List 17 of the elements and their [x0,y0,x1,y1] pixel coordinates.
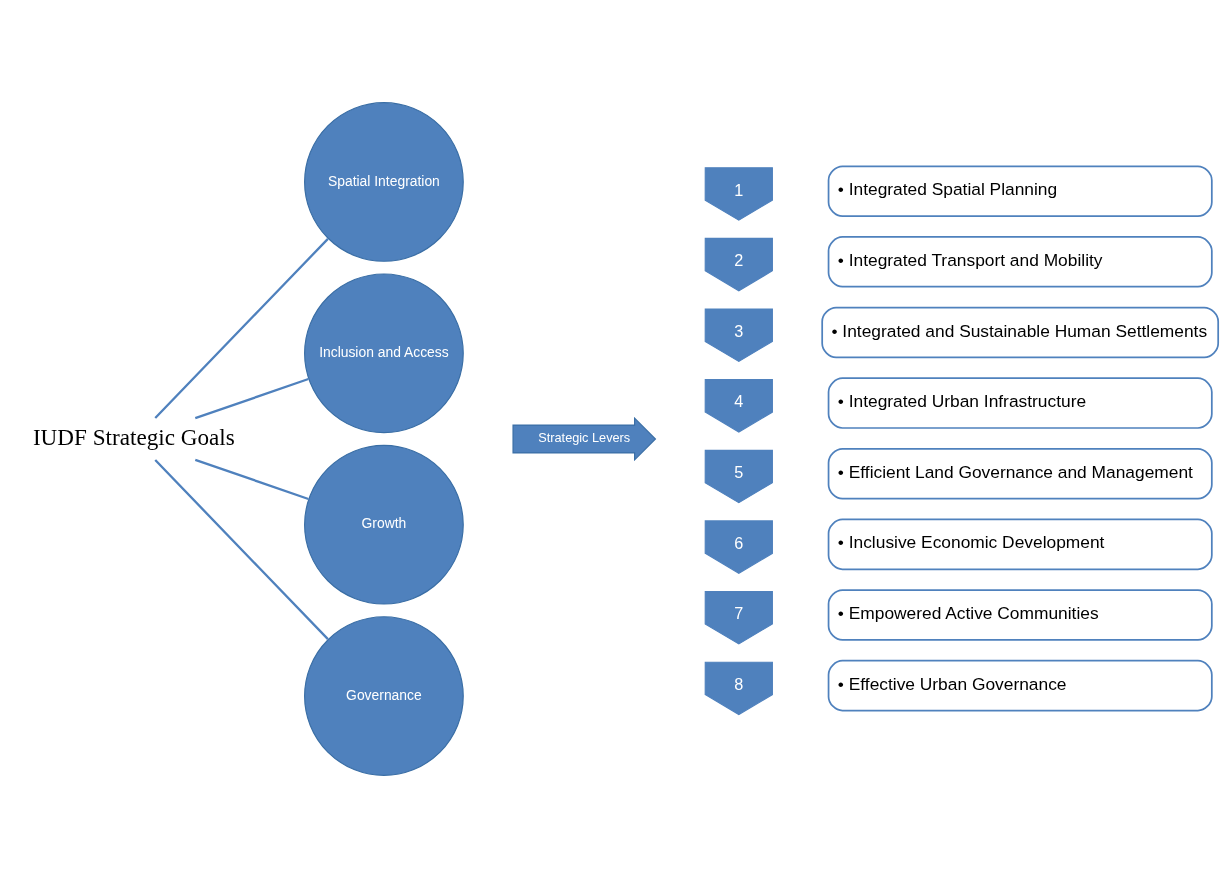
node-box: • Effective Urban Governance [827,659,1213,712]
node-box: • Empowered Active Communities [827,589,1213,641]
connector [154,459,329,640]
node-box: • Integrated and Sustainable Human Settlements [821,306,1220,359]
connector [154,238,329,419]
node-circle: Governance [304,616,464,776]
node-box: • Inclusive Economic Development [827,518,1213,571]
connector [194,377,309,420]
node-circle: Spatial Integration [304,102,464,262]
node-box: • Integrated Urban Infrastructure [827,377,1213,429]
node-box: • Efficient Land Governance and Management [827,447,1213,500]
node-box: • Integrated Spatial Planning [827,165,1213,217]
node-circle: Inclusion and Access [304,273,464,434]
node-text: IUDF Strategic Goals [32,423,235,450]
node-circle: Growth [304,444,464,605]
node-box: • Integrated Transport and Mobility [827,236,1213,288]
connector [194,458,309,501]
